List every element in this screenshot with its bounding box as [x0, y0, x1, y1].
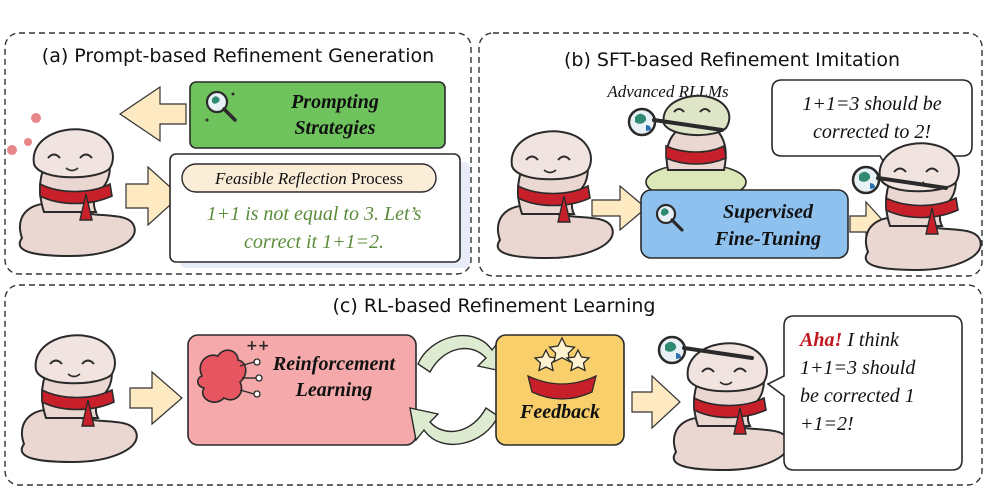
panel-c: (c) RL-based Refinement Learning ++ Rein…	[4, 284, 983, 486]
rl-line1: Reinforcement	[272, 353, 397, 375]
svg-text:++: ++	[246, 338, 269, 354]
stars-ribbon-icon	[527, 336, 597, 400]
arrow-b1-icon	[591, 184, 647, 232]
panel-c-border	[4, 284, 983, 486]
snake-mascot-b-left	[496, 130, 614, 259]
feedback-label: Feedback	[519, 401, 600, 423]
snake-mascot-a	[18, 128, 136, 257]
brain-network-icon: ++	[196, 338, 269, 403]
snake-mascot-c-right	[672, 342, 790, 471]
panel-b-title: (b) SFT-based Refinement Imitation	[564, 49, 900, 71]
bubble-b-line2: corrected to 2!	[813, 121, 931, 143]
sft-line2: Fine-Tuning	[714, 228, 821, 250]
snake-mascot-c-left	[20, 334, 138, 463]
arrow-c2-icon	[631, 374, 681, 430]
prompting-strategies-box	[189, 81, 446, 149]
reflection-text-line2: correct it 1+1=2.	[244, 231, 384, 253]
rl-line2: Learning	[295, 379, 373, 401]
flower-icons	[7, 113, 41, 155]
panel-b-border	[478, 32, 983, 277]
panel-a: (a) Prompt-based Refinement Generation P…	[4, 32, 472, 275]
bubble-b-line1: 1+1=3 should be	[802, 93, 941, 115]
panel-b: (b) SFT-based Refinement Imitation Advan…	[478, 32, 983, 277]
bubble-c-line4: +1=2!	[800, 413, 854, 435]
speech-bubble-c	[766, 315, 963, 471]
arrow-left-icon	[118, 85, 187, 143]
panel-c-title: (c) RL-based Refinement Learning	[333, 295, 656, 317]
reflection-text-line1: 1+1 is not equal to 3. Let’s	[207, 203, 422, 225]
bubble-c-line2: 1+1=3 should	[800, 357, 916, 379]
arrow-c1-icon	[129, 370, 183, 426]
advanced-rllm-mascot	[662, 94, 731, 171]
sft-line1: Supervised	[723, 201, 814, 223]
search-icon	[205, 90, 237, 122]
panel-a-border	[4, 32, 472, 275]
bubble-c-line3: be corrected 1	[800, 385, 915, 407]
prompting-label: Prompting	[290, 91, 379, 113]
panel-a-title: (a) Prompt-based Refinement Generation	[42, 45, 434, 67]
reflection-pill-text: Feasible Reflection Process	[214, 169, 403, 188]
reflection-pill	[181, 163, 437, 193]
arrow-right-icon	[125, 165, 181, 227]
snake-mascot-b-right	[864, 142, 982, 271]
reinforcement-learning-box	[187, 334, 417, 446]
cycle-arrows-icon	[409, 334, 507, 446]
bubble-c-line1: Aha! I think	[798, 329, 900, 351]
search-icon-b	[655, 203, 684, 232]
strategies-label: Strategies	[294, 117, 375, 139]
sft-box	[640, 189, 849, 259]
